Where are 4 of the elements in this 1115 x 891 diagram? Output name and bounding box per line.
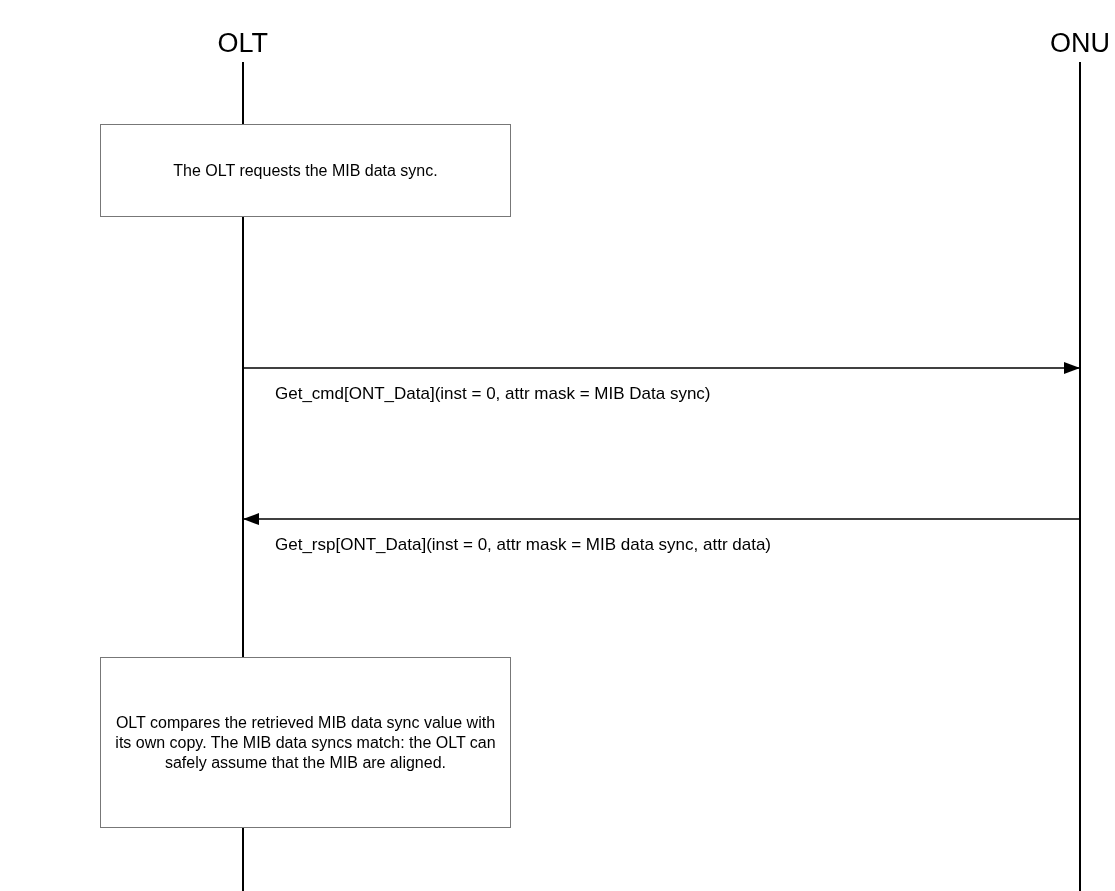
note-box: OLT compares the retrieved MIB data sync value with its own copy. The MIB data syncs match: the OLT can safely assume that the MIB are aligned. <box>100 657 511 828</box>
message-label: Get_cmd[ONT_Data](inst = 0, attr mask = MIB Data sync) <box>275 384 711 404</box>
message-label: Get_rsp[ONT_Data](inst = 0, attr mask = MIB data sync, attr data) <box>275 535 772 555</box>
note-box: The OLT requests the MIB data sync. <box>100 124 511 217</box>
